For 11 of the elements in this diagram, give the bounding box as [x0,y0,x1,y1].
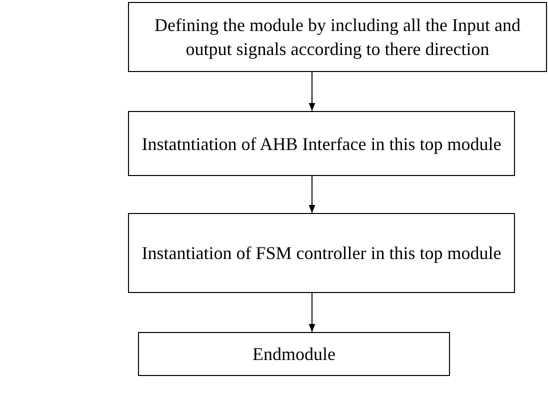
step-text: Endmodule [252,343,336,366]
arrow [308,292,316,332]
step-text: Defining the module by including all the Input and output signals according to there direction [154,14,522,61]
process-box [128,111,515,176]
step-text: Instatntiation of AHB Interface in this top module [140,132,502,156]
process-box [128,2,547,72]
process-box [138,332,450,376]
process-box [128,213,515,293]
step-text: Instantiation of FSM controller in this top module [140,242,502,265]
arrow [308,176,316,214]
arrow [308,72,316,112]
